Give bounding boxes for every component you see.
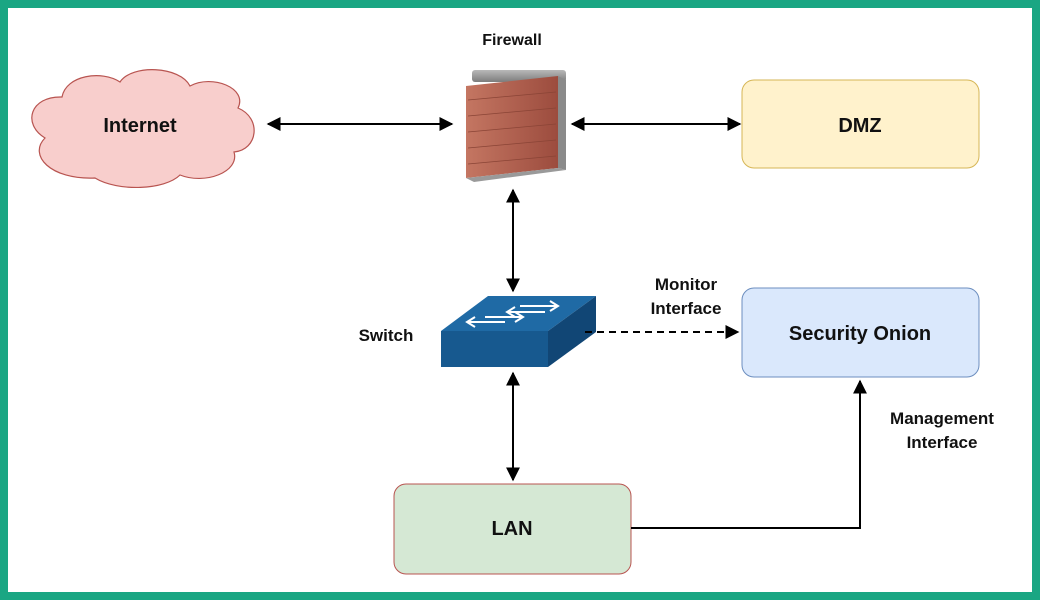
lan-box: LAN (393, 483, 632, 575)
dmz-label: DMZ (838, 115, 881, 137)
firewall-icon: Firewall (466, 32, 566, 182)
monitor-interface-label-line2: Interface (651, 299, 722, 318)
switch-label: Switch (359, 326, 414, 345)
security-onion-box: Security Onion (741, 287, 980, 378)
firewall-label: Firewall (482, 32, 542, 49)
monitor-interface-label-line1: Monitor (655, 275, 718, 294)
dmz-box: DMZ (741, 79, 980, 169)
management-interface-link (631, 379, 867, 529)
internet-cloud: Internet (31, 69, 255, 188)
internet-label: Internet (103, 115, 177, 137)
management-interface-label-line2: Interface (907, 433, 978, 452)
security-onion-label: Security Onion (789, 323, 931, 345)
lan-label: LAN (491, 518, 532, 540)
switch-icon: Switch (359, 296, 596, 367)
management-interface-label-line1: Management (890, 409, 994, 428)
